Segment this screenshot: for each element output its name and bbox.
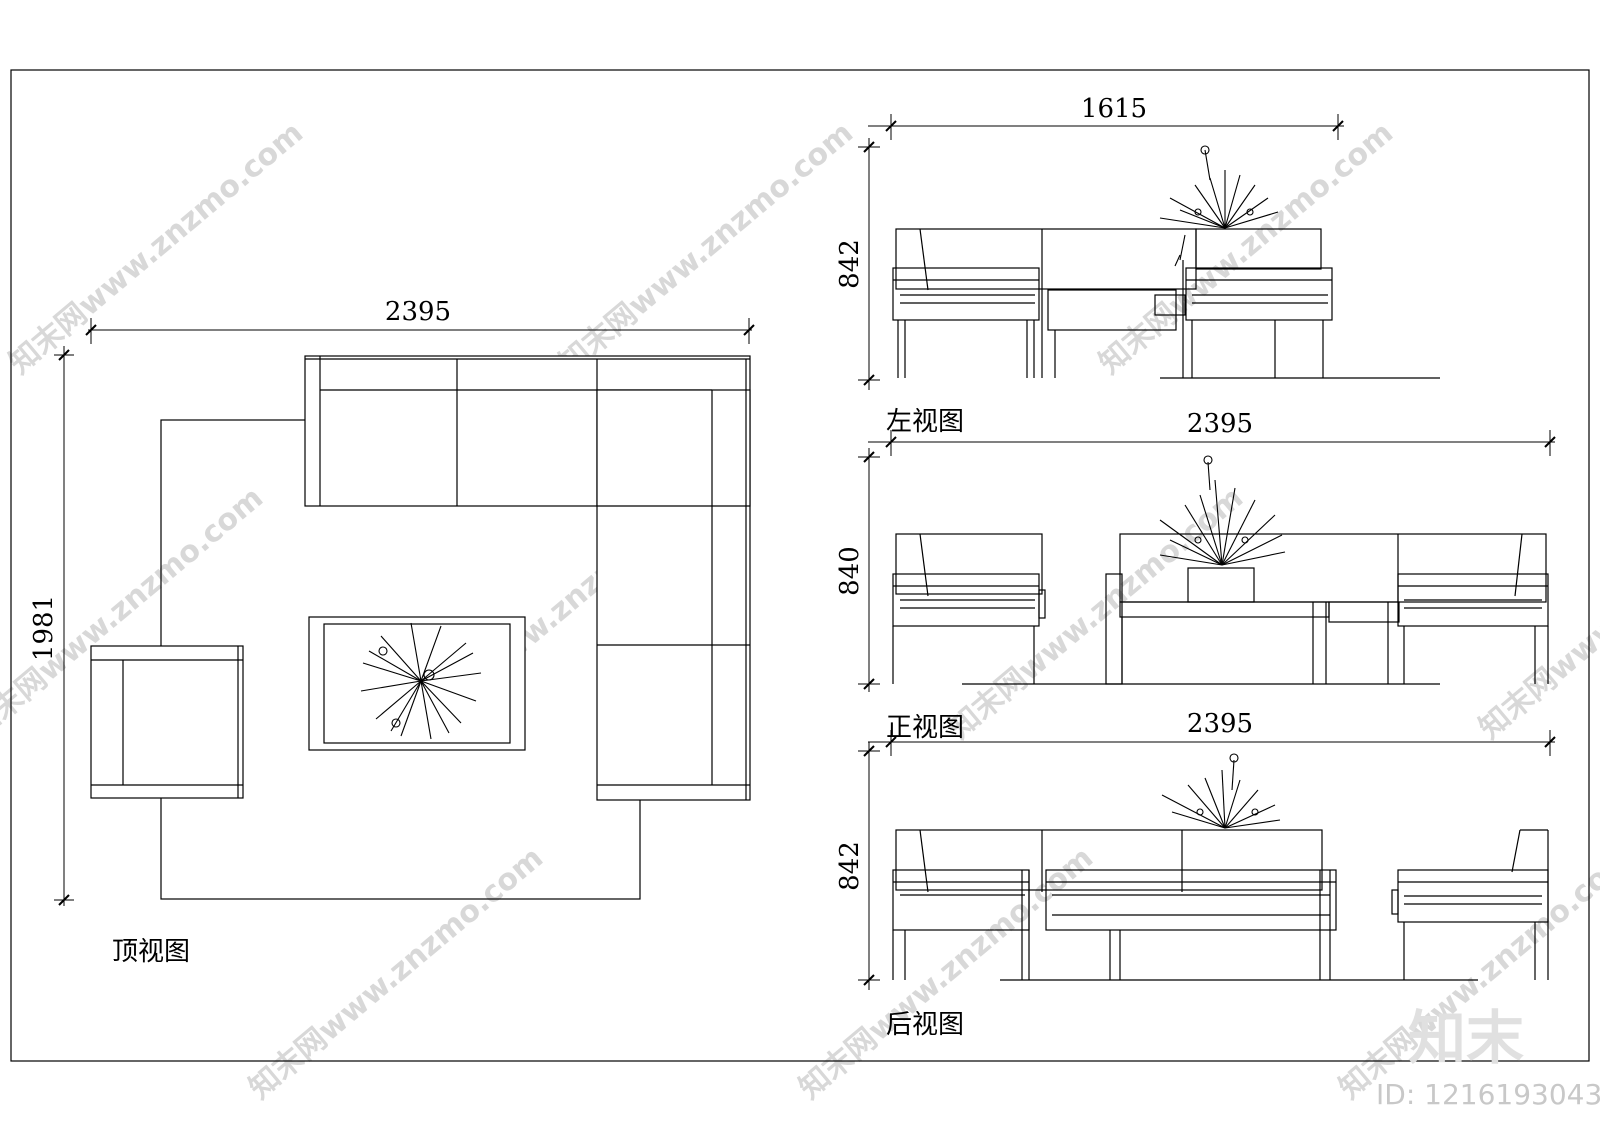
back-view: 2395 842	[835, 709, 1556, 1040]
watermark-7: 知末网www.znzmo.com	[1473, 480, 1600, 746]
left-view-sofa	[892, 228, 1333, 378]
front-view-armchair	[892, 533, 1046, 684]
watermark-id: ID: 1216193043	[1376, 1078, 1600, 1111]
top-view-label: 顶视图	[112, 937, 190, 967]
armchair-top	[90, 645, 244, 799]
top-view-depth-label: 1981	[29, 595, 59, 661]
back-view-width-label: 2395	[1187, 709, 1253, 739]
back-view-label: 后视图	[886, 1010, 964, 1040]
left-view-label: 左视图	[886, 407, 964, 437]
drawing-border	[10, 69, 1590, 1062]
watermark-logo: 知末	[1408, 1004, 1524, 1072]
left-view-width-label: 1615	[1081, 94, 1147, 124]
left-view: 1615 842	[835, 94, 1440, 437]
front-view-height-dimension: 840	[835, 448, 880, 692]
left-view-plant	[1159, 145, 1279, 267]
watermark-layer: 知末网www.znzmo.com 知末网www.znzmo.com 知末网www…	[0, 115, 1600, 1106]
top-view: 2395 1981	[29, 297, 755, 967]
back-view-width-dimension: 2395	[868, 709, 1556, 756]
coffee-table-top	[308, 616, 526, 751]
watermark-6: 知末网www.znzmo.com	[943, 480, 1250, 746]
front-view-width-dimension: 2395	[868, 409, 1556, 456]
left-view-height-label: 842	[835, 239, 865, 289]
back-view-armchair	[1391, 829, 1549, 980]
plant-top-view	[360, 622, 482, 740]
watermark-1: 知末网www.znzmo.com	[3, 115, 310, 381]
sectional-sofa-top	[304, 355, 751, 801]
left-view-width-dimension: 1615	[868, 94, 1344, 140]
back-view-height-label: 842	[835, 841, 865, 891]
top-view-depth-dimension: 1981	[29, 346, 74, 906]
top-view-width-dimension: 2395	[85, 297, 755, 344]
left-view-height-dimension: 842	[835, 138, 880, 390]
watermark-8: 知末网www.znzmo.com	[243, 840, 550, 1106]
front-view-plant	[1159, 455, 1286, 566]
front-view-width-label: 2395	[1187, 409, 1253, 439]
front-view-label: 正视图	[886, 713, 964, 743]
watermark-2: 知末网www.znzmo.com	[553, 115, 860, 381]
back-view-sofa	[892, 829, 1337, 980]
back-view-height-dimension: 842	[835, 742, 880, 990]
front-view: 2395 840	[835, 409, 1556, 743]
watermark-3: 知末网www.znzmo.com	[1093, 115, 1400, 381]
front-view-height-label: 840	[835, 546, 865, 596]
top-view-width-label: 2395	[385, 297, 451, 327]
front-view-sofa	[1105, 533, 1549, 685]
back-view-plant	[1161, 753, 1281, 829]
